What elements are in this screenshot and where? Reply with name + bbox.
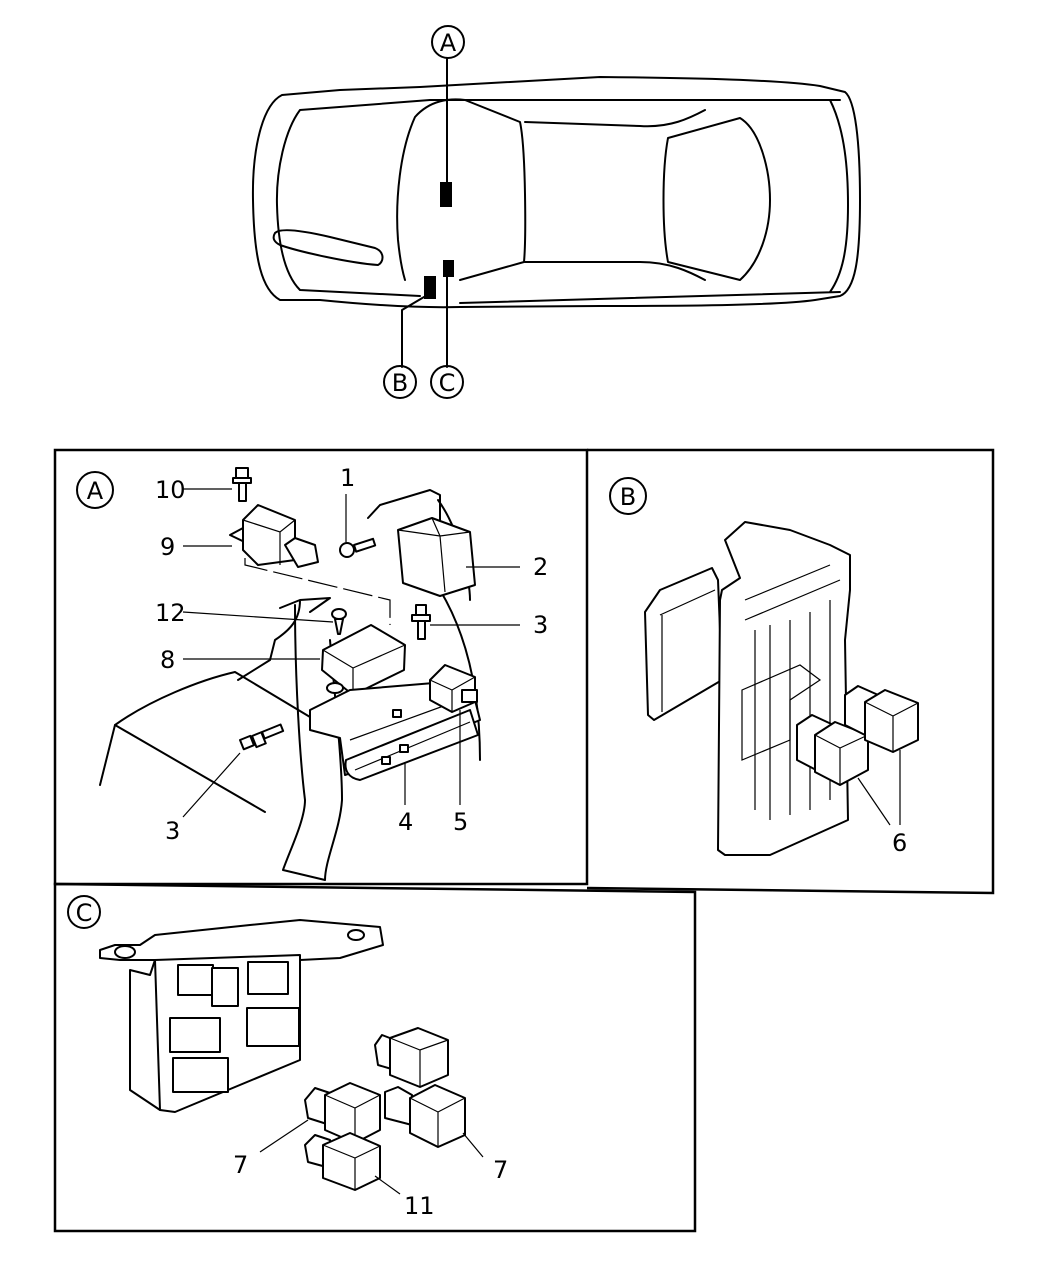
callout-3-upper: 3 — [533, 611, 548, 639]
leader-7-right — [462, 1132, 484, 1158]
relay-9-connector — [284, 537, 319, 568]
relay-7-left — [324, 1082, 381, 1144]
car-body-outline — [251, 76, 861, 309]
relay-9-mount-line — [244, 558, 391, 625]
relay-top — [389, 1027, 449, 1088]
panel-B: B 6 — [609, 477, 919, 857]
control-unit-edges — [397, 517, 471, 593]
module-8 — [321, 624, 406, 696]
leader-12 — [182, 611, 334, 623]
callout-9: 9 — [160, 533, 175, 561]
screw-12 — [331, 608, 347, 635]
bracket-hole — [347, 929, 365, 941]
callout-7-left: 7 — [233, 1151, 248, 1179]
svg-text:B: B — [392, 369, 408, 397]
panel-A: A — [76, 464, 548, 881]
leader-11 — [374, 1175, 401, 1195]
location-badge-C: C — [430, 365, 464, 399]
panel-B-frame — [586, 448, 995, 895]
location-marker-A — [440, 182, 452, 207]
relay-6-b — [864, 689, 919, 753]
socket — [211, 967, 239, 1007]
callout-5: 5 — [453, 808, 468, 836]
fuse-box-cover-edges — [659, 589, 716, 712]
relay-5-connector — [461, 689, 478, 703]
relay-block-4-base — [344, 709, 479, 781]
panel-C: C 7 7 1 — [67, 895, 508, 1220]
fuse-box-cover — [644, 567, 723, 721]
panel-C-badge: C — [67, 895, 101, 929]
callout-12: 12 — [155, 599, 186, 627]
relay-6-b-edges — [864, 701, 919, 752]
bracket-hole — [114, 945, 136, 959]
callout-4: 4 — [398, 808, 413, 836]
callout-2: 2 — [533, 553, 548, 581]
relay-block-slot — [392, 709, 402, 718]
bolt-3-lower — [239, 723, 285, 751]
screw-1 — [339, 537, 377, 558]
svg-text:C: C — [76, 899, 93, 927]
relay-9-edges — [242, 519, 296, 565]
leader-B — [401, 296, 425, 368]
panel-A-badge: A — [76, 471, 114, 509]
dashboard-bracket — [237, 597, 331, 681]
socket — [169, 1017, 221, 1053]
socket — [247, 961, 289, 995]
module-8-tab — [326, 682, 344, 694]
svg-text:C: C — [439, 369, 456, 397]
socket — [177, 964, 214, 996]
relay-11 — [322, 1132, 381, 1191]
windshield — [396, 98, 527, 281]
relay-9 — [242, 504, 296, 566]
leader-6a — [857, 777, 891, 826]
bolt-10 — [232, 467, 252, 502]
dashboard-top — [99, 671, 311, 786]
control-unit-bracket — [367, 489, 441, 521]
car-top-view: A B C — [251, 25, 861, 399]
callout-11: 11 — [404, 1192, 435, 1220]
relay-bracket-c — [99, 919, 384, 969]
callout-6: 6 — [892, 829, 907, 857]
panel-C-frame — [53, 882, 697, 1233]
svg-text:A: A — [87, 477, 104, 505]
relay-top-edges — [389, 1037, 449, 1087]
leader-7-left — [259, 1119, 309, 1153]
hood-scoop — [272, 229, 384, 266]
relay-7-right-connector — [384, 1086, 413, 1126]
callout-8: 8 — [160, 646, 175, 674]
relay-block-slot — [399, 744, 409, 753]
relay-5-edges — [429, 676, 476, 712]
relay-block-slot — [381, 756, 391, 765]
trim-panel-edge — [439, 589, 481, 761]
location-badge-B: B — [383, 365, 417, 399]
fuse-box-socket — [741, 664, 822, 761]
callout-7-right: 7 — [493, 1156, 508, 1184]
callout-10: 10 — [155, 476, 186, 504]
relay-11-edges — [322, 1144, 381, 1190]
dashboard-edge — [114, 724, 266, 813]
callout-1: 1 — [340, 464, 355, 492]
socket — [172, 1057, 229, 1093]
control-unit — [397, 517, 476, 597]
pillar-trim — [282, 604, 343, 881]
location-marker-B — [424, 276, 436, 299]
svg-text:B: B — [620, 483, 636, 511]
panel-A-frame — [53, 448, 589, 886]
socket — [246, 1007, 300, 1047]
location-marker-C — [443, 260, 454, 277]
relay-6-a — [814, 721, 869, 786]
relay-7-right-edges — [409, 1097, 466, 1147]
panel-B-badge: B — [609, 477, 647, 515]
car-body-inner — [275, 99, 849, 304]
roof-outline — [524, 109, 706, 281]
bolt-3-upper — [411, 604, 431, 640]
svg-text:A: A — [440, 29, 457, 57]
callout-3-lower: 3 — [165, 817, 180, 845]
relay-6-a-edges — [814, 734, 869, 785]
location-badge-A: A — [431, 25, 465, 59]
leader-3-lower — [182, 752, 241, 818]
rear-window — [662, 117, 771, 281]
